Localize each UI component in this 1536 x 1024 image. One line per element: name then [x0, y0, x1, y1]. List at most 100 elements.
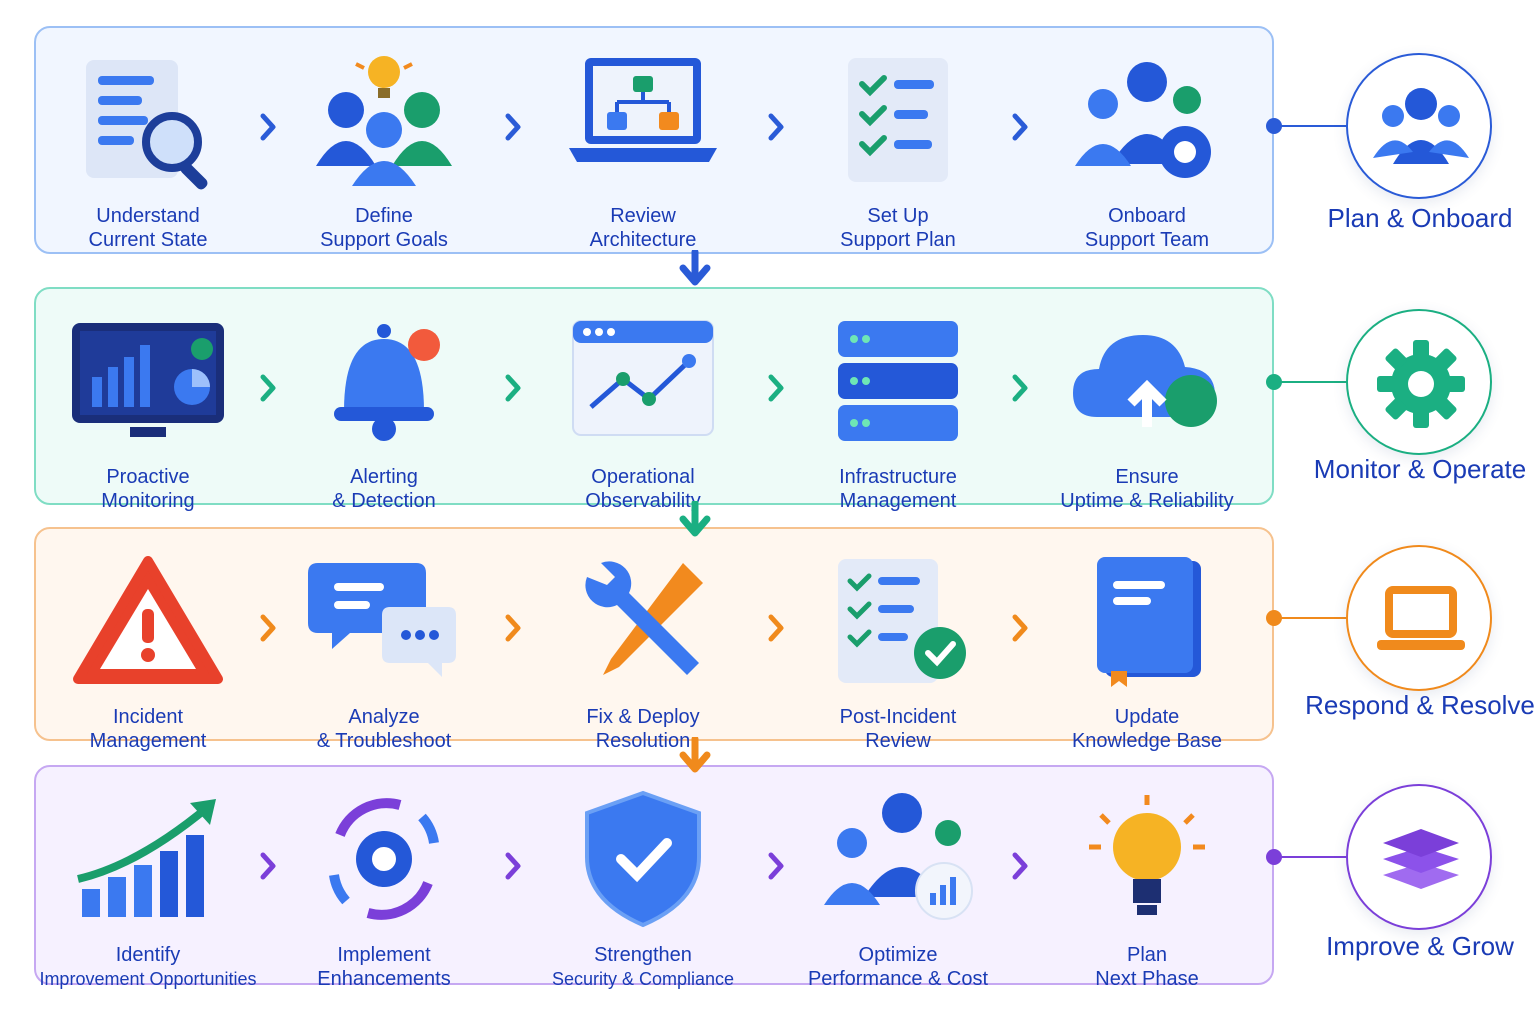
- step-label-line: Review: [610, 205, 676, 227]
- chat-bubbles-icon: [308, 563, 456, 677]
- arrow-down-icon: [679, 737, 711, 773]
- step-label-line: Alerting: [350, 466, 418, 488]
- team-icon: [1373, 88, 1469, 164]
- chevron-right-icon: [260, 113, 276, 141]
- stage-title: Improve & Grow: [1326, 931, 1514, 961]
- step-label-line: Resolution: [595, 730, 691, 752]
- layers-icon: [1383, 829, 1459, 889]
- step-label-line: Management: [839, 490, 957, 512]
- laptop-icon: [1377, 586, 1465, 650]
- stage-badge: [1346, 309, 1492, 455]
- chevron-right-icon: [768, 614, 784, 642]
- stage-badge: [1346, 53, 1492, 199]
- step-label-line: Review: [865, 730, 931, 752]
- step-label-line: Current State: [88, 229, 208, 251]
- step-label-line: Post-Incident: [839, 706, 957, 728]
- step-label-line: & Detection: [332, 490, 436, 512]
- step-2-2: Alerting& Detection: [264, 307, 504, 512]
- step-label-line: Identify: [115, 944, 181, 966]
- step-label-line: Improvement Opportunities: [39, 969, 257, 989]
- step-label-line: Optimize: [858, 944, 938, 966]
- shield-check-icon: [585, 790, 701, 928]
- chevron-right-icon: [1012, 374, 1028, 402]
- arrow-down-icon: [679, 501, 711, 537]
- connector-dot: [1266, 610, 1282, 626]
- stage-title: Monitor & Operate: [1313, 454, 1527, 484]
- stage-title: Respond & Resolve: [1305, 690, 1535, 720]
- monitor-dashboard-icon: [72, 323, 224, 437]
- cloud-upload-icon: [1073, 335, 1217, 427]
- connector-line: [1280, 617, 1348, 619]
- checklist-approved-icon: [838, 559, 966, 683]
- arrow-down-icon: [679, 250, 711, 286]
- step-label-line: Define: [355, 205, 413, 227]
- connector-dot: [1266, 118, 1282, 134]
- step-label-line: Uptime & Reliability: [1060, 490, 1234, 512]
- step-label-line: Understand: [96, 205, 200, 227]
- gear-icon: [1377, 340, 1465, 428]
- chevron-right-icon: [505, 374, 521, 402]
- stage-badge: [1346, 545, 1492, 691]
- laptop-architecture-icon: [569, 58, 717, 162]
- chevron-right-icon: [768, 113, 784, 141]
- chevron-right-icon: [505, 113, 521, 141]
- team-gear-icon: [1075, 62, 1211, 178]
- chevron-right-icon: [768, 852, 784, 880]
- server-stack-icon: [838, 321, 958, 441]
- step-label-line: Support Plan: [840, 229, 956, 251]
- stage-badge: [1346, 784, 1492, 930]
- step-label-line: Ensure: [1115, 466, 1179, 488]
- step-label-line: Fix & Deploy: [586, 706, 700, 728]
- chevron-right-icon: [1012, 614, 1028, 642]
- step-label-line: Support Goals: [320, 229, 448, 251]
- step-label-line: Strengthen: [594, 944, 692, 966]
- chevron-right-icon: [260, 614, 276, 642]
- step-label-line: Infrastructure: [839, 466, 957, 488]
- step-label-line: Analyze: [348, 706, 420, 728]
- step-label-line: Incident: [112, 706, 184, 728]
- connector-dot: [1266, 374, 1282, 390]
- team-analytics-icon: [824, 793, 973, 920]
- step-label-line: Architecture: [589, 229, 697, 251]
- lightbulb-icon: [1089, 795, 1205, 915]
- stage-title: Plan & Onboard: [1327, 203, 1513, 233]
- connector-line: [1280, 856, 1348, 858]
- book-icon: [1097, 557, 1201, 687]
- chevron-right-icon: [768, 374, 784, 402]
- step-label-line: Implement: [337, 944, 431, 966]
- step-label-line: Operational: [591, 466, 695, 488]
- step-label-line: Update: [1114, 706, 1180, 728]
- step-label-line: Plan: [1126, 944, 1168, 966]
- browser-chart-icon: [572, 320, 714, 436]
- step-label: Alerting& Detection: [264, 465, 504, 513]
- step-label-line: Knowledge Base: [1071, 730, 1223, 752]
- step-label-line: Performance & Cost: [807, 968, 989, 990]
- step-label-line: Support Team: [1084, 229, 1210, 251]
- warning-icon: [73, 556, 223, 684]
